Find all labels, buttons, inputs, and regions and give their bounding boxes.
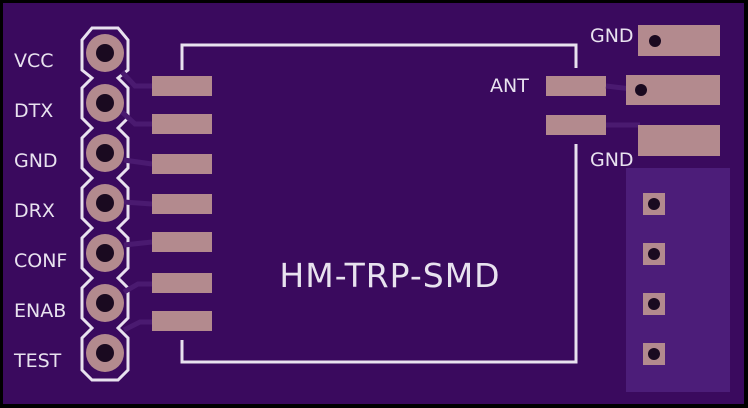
pin-label-gnd: GND (14, 150, 58, 172)
module-pad (152, 114, 212, 134)
side-pad (643, 343, 665, 365)
header-pad (86, 234, 124, 272)
antenna-pad-hole (649, 35, 661, 47)
module-pad (152, 154, 212, 174)
label-bottom-gnd: GND (590, 149, 634, 171)
module-pad-gnd (546, 115, 606, 135)
header-pin-labels: VCC DTX GND DRX CONF ENAB TEST (13, 50, 67, 372)
antenna-pads (626, 25, 720, 156)
header-pad (86, 334, 124, 372)
antenna-labels: GND ANT GND (490, 25, 634, 171)
module-pad (152, 311, 212, 331)
module-label: HM-TRP-SMD (279, 256, 500, 295)
side-pad (643, 293, 665, 315)
pin-label-conf: CONF (14, 250, 67, 272)
module-pad (152, 76, 212, 96)
label-ant: ANT (490, 75, 529, 97)
label-top-gnd: GND (590, 25, 634, 47)
side-pad (643, 243, 665, 265)
header-pad (86, 84, 124, 122)
pin-header-pads (86, 34, 124, 372)
module-pad-ant (546, 76, 606, 96)
antenna-pad-hole (635, 84, 647, 96)
module-pad (152, 232, 212, 252)
module-pad (152, 194, 212, 214)
header-pad (86, 134, 124, 172)
antenna-pad-bottom-gnd (638, 125, 720, 156)
header-traces (120, 70, 153, 333)
side-pads (643, 193, 665, 365)
pin-label-enab: ENAB (14, 300, 66, 322)
header-pad (86, 34, 124, 72)
module-pads-left (152, 76, 212, 331)
pin-label-drx: DRX (14, 200, 55, 222)
pin-label-vcc: VCC (14, 50, 54, 72)
header-pad (86, 284, 124, 322)
side-pad (643, 193, 665, 215)
pin-header-outline (80, 26, 130, 382)
module-pads-right (546, 76, 606, 135)
pin-label-test: TEST (13, 350, 62, 372)
module-outline (180, 43, 578, 364)
keepout-zone (626, 168, 730, 392)
module-pad (152, 273, 212, 293)
header-pad (86, 184, 124, 222)
pin-label-dtx: DTX (14, 100, 53, 122)
